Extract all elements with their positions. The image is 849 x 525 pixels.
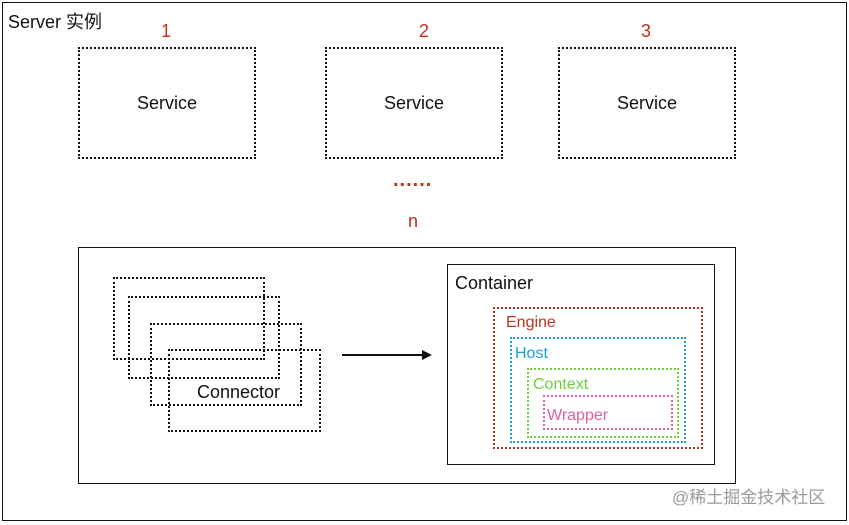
engine-box <box>493 307 703 449</box>
wrapper-label: Wrapper <box>547 407 609 424</box>
connector-box-2 <box>128 296 280 379</box>
watermark: @稀土掘金技术社区 <box>672 488 826 507</box>
service-number-2: 2 <box>418 21 429 41</box>
service-label: Service <box>616 92 678 113</box>
service-label: Service <box>383 92 445 113</box>
service-count-n: n <box>407 211 418 231</box>
service-number-1: 1 <box>160 21 171 41</box>
connector-box-4 <box>168 349 321 432</box>
service-number-3: 3 <box>640 21 651 41</box>
arrow-right-icon <box>342 350 432 360</box>
service-ellipsis: ...... <box>393 169 433 191</box>
host-label: Host <box>515 345 548 362</box>
wrapper-box <box>543 395 673 430</box>
container-box <box>447 264 715 465</box>
host-box <box>510 337 686 443</box>
service-box-3: Service <box>558 47 736 159</box>
connector-box-1 <box>113 277 265 360</box>
connector-label: Connector <box>197 382 281 402</box>
context-label: Context <box>533 376 589 393</box>
connector-box-3 <box>150 323 302 406</box>
service-box-2: Service <box>325 47 503 159</box>
container-label: Container <box>455 273 534 293</box>
context-box <box>527 368 679 438</box>
server-title: Server 实例 <box>8 12 103 32</box>
service-label: Service <box>136 92 198 113</box>
service-box-1: Service <box>78 47 256 159</box>
engine-label: Engine <box>506 314 556 331</box>
